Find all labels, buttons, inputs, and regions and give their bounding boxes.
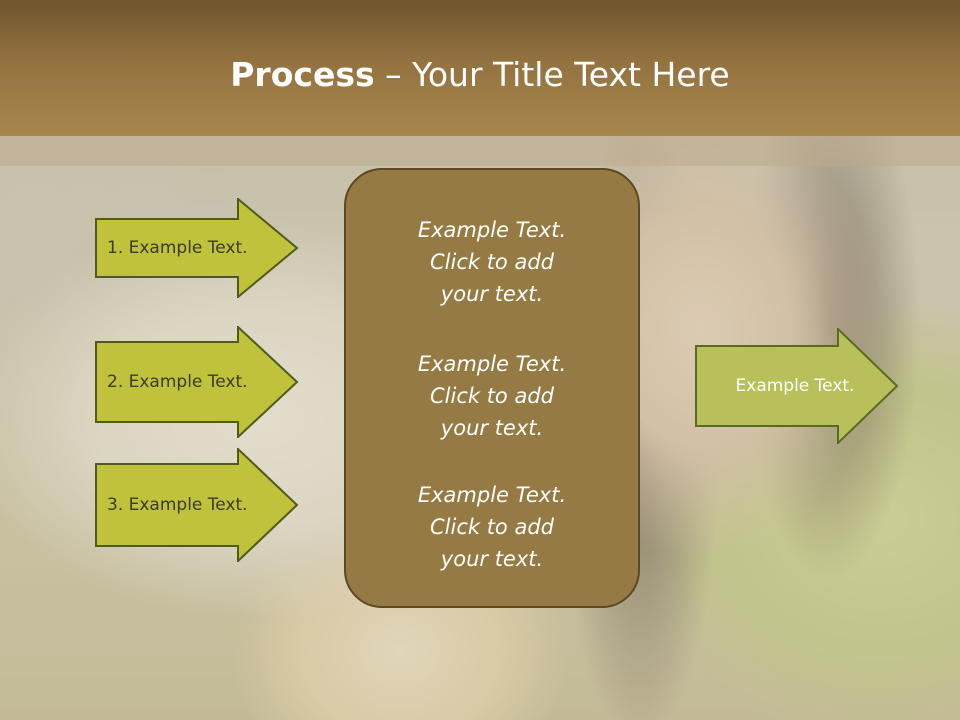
text-line: Click to add	[429, 250, 554, 274]
text-line: Example Text.	[417, 483, 567, 507]
title-bold: Process	[230, 55, 375, 94]
slide-title: Process – Your Title Text Here	[0, 54, 960, 96]
arrow-shape	[95, 198, 299, 298]
text-line: your text.	[440, 416, 544, 440]
arrow-shape	[95, 326, 299, 438]
text-line: Example Text.	[417, 352, 567, 376]
text-line: Example Text.	[417, 218, 567, 242]
title-bar	[0, 0, 960, 136]
step-arrow-label: 2. Example Text.	[107, 372, 248, 392]
title-bar-strip	[0, 136, 960, 166]
arrow-shape	[695, 328, 899, 444]
text-line: Click to add	[429, 515, 554, 539]
text-block-2: Example Text. Click to add your text.	[346, 348, 638, 444]
center-content-box[interactable]: Example Text. Click to add your text. Ex…	[344, 168, 640, 608]
text-line: your text.	[440, 282, 544, 306]
arrow-shape	[95, 448, 299, 562]
text-line: your text.	[440, 547, 544, 571]
step-arrow-label: 1. Example Text.	[107, 238, 248, 258]
text-line: Click to add	[429, 384, 554, 408]
step-arrow-label: 3. Example Text.	[107, 495, 248, 515]
title-rest: – Your Title Text Here	[374, 55, 730, 94]
result-arrow-label: Example Text.	[735, 376, 855, 396]
result-arrow[interactable]: Example Text.	[695, 328, 899, 444]
step-arrow-3[interactable]: 3. Example Text.	[95, 448, 299, 562]
step-arrow-1[interactable]: 1. Example Text.	[95, 198, 299, 298]
text-block-3: Example Text. Click to add your text.	[346, 479, 638, 575]
step-arrow-2[interactable]: 2. Example Text.	[95, 326, 299, 438]
text-block-1: Example Text. Click to add your text.	[346, 214, 638, 310]
